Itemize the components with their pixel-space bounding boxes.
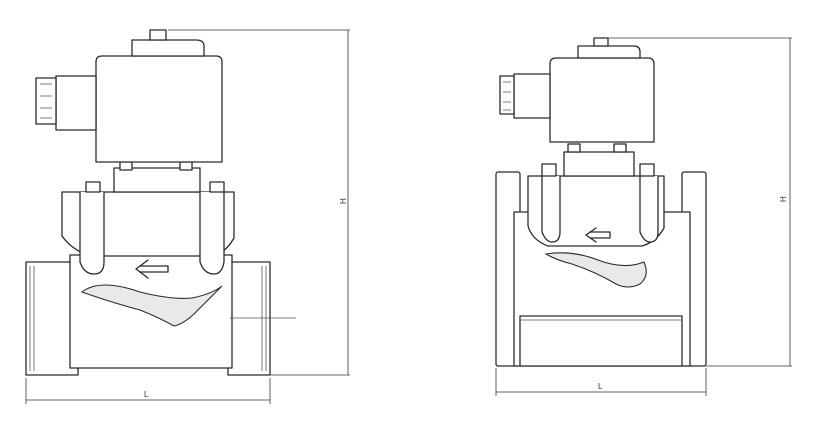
flanged-solenoid-coil — [549, 57, 655, 143]
flanged-dimension-l-label: L — [598, 382, 603, 391]
flanged-bolt-left — [541, 176, 561, 243]
coil-screw — [149, 29, 167, 41]
cable-gland — [35, 77, 57, 125]
small-nut-left — [119, 161, 133, 171]
nut-right — [209, 181, 225, 193]
right-bolt-column — [199, 192, 225, 275]
flanged-valve-view: H L — [495, 37, 792, 396]
left-bolt-column — [79, 192, 105, 275]
flanged-small-nut-left — [567, 143, 581, 153]
flanged-nut-right — [639, 163, 655, 177]
nut-left — [85, 181, 101, 193]
flanged-coil-top-cap — [577, 45, 641, 59]
left-threaded-port — [25, 261, 79, 376]
dimension-h-flanged: H — [608, 37, 792, 367]
flanged-din-connector — [513, 73, 551, 119]
coil-top-cap — [131, 39, 205, 57]
right-threaded-port — [227, 261, 271, 376]
dimension-h-threaded: H — [168, 29, 350, 376]
flanged-nut-left — [541, 163, 557, 177]
flanged-bonnet — [527, 175, 665, 247]
dimension-h-label: H — [339, 198, 348, 204]
threaded-valve-view: H L — [25, 29, 350, 404]
dimension-l-label: L — [144, 390, 149, 399]
flanged-diaphragm-chamber — [544, 252, 647, 288]
small-nut-right — [179, 161, 193, 171]
flanged-small-nut-right — [613, 143, 627, 153]
flanged-flow-arrow — [585, 227, 611, 243]
dimension-l-flanged: L — [495, 368, 707, 396]
solenoid-coil — [95, 55, 223, 163]
bottom-bridge — [519, 315, 683, 367]
flanged-armature-base — [563, 151, 635, 177]
flanged-dimension-h-label: H — [779, 196, 788, 202]
flanged-bolt-right — [639, 176, 659, 243]
armature-tube-base — [113, 167, 201, 193]
din-connector — [55, 75, 97, 131]
flow-direction-arrow — [135, 259, 169, 279]
dimension-l-threaded: L — [25, 378, 271, 404]
flanged-cable-gland — [499, 75, 515, 115]
diaphragm-chamber — [80, 284, 223, 327]
flanged-coil-screw — [593, 37, 609, 47]
